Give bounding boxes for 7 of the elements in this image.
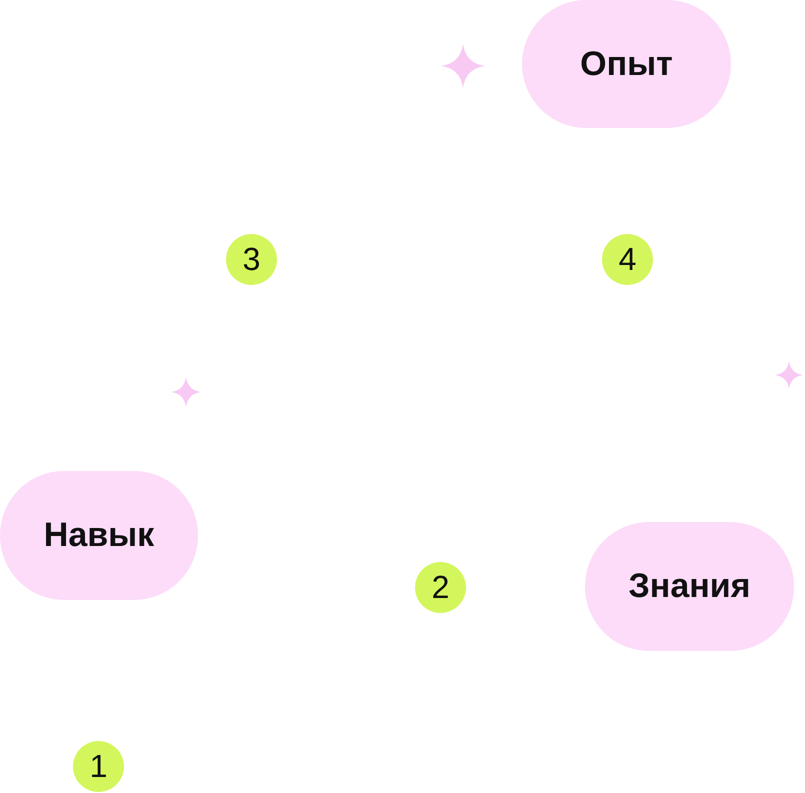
rounded-label: Навык: [0, 471, 198, 600]
number-circle: 3: [226, 234, 277, 285]
number-circle: 4: [602, 234, 653, 285]
number-circle: 2: [415, 562, 466, 613]
rounded-label: Знания: [585, 522, 794, 651]
number-circle: 1: [73, 741, 124, 792]
rounded-label: Опыт: [522, 0, 731, 128]
